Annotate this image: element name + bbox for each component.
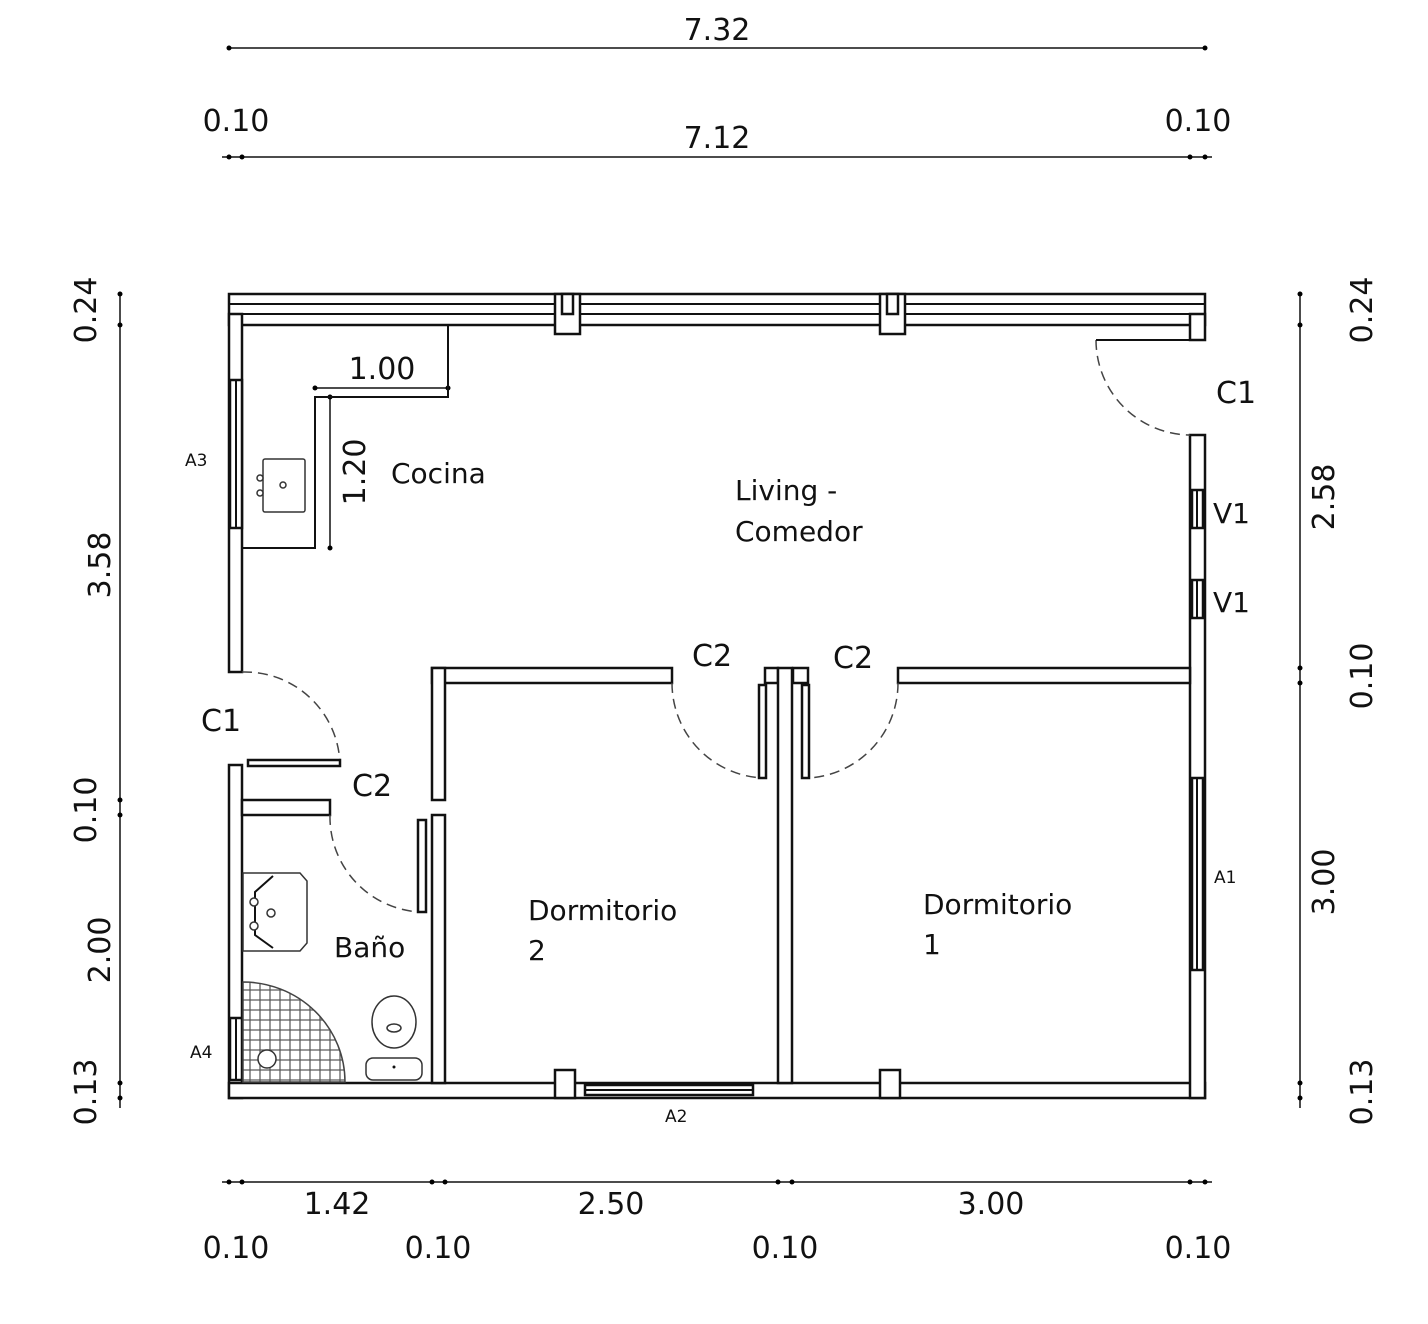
dim-left-4: 0.13 xyxy=(69,1059,104,1126)
dim-bottom-wall-3: 0.10 xyxy=(1165,1231,1232,1266)
label-v1-a: V1 xyxy=(1213,497,1250,530)
label-c1-right: C1 xyxy=(1216,376,1256,411)
dim-top-total: 7.32 xyxy=(684,13,751,48)
dim-top-inner: 7.12 xyxy=(684,121,751,156)
label-a2: A2 xyxy=(665,1107,687,1127)
dim-right-2: 0.10 xyxy=(1345,643,1380,710)
dim-bottom-room-0: 1.42 xyxy=(304,1187,371,1222)
dim-right-0: 0.24 xyxy=(1345,277,1380,344)
label-c2-bath: C2 xyxy=(352,769,392,804)
dim-bottom-room-2: 3.00 xyxy=(958,1187,1025,1222)
label-v1-b: V1 xyxy=(1213,586,1250,619)
label-c1-left: C1 xyxy=(201,704,241,739)
room-bed2-line2: 2 xyxy=(528,934,546,967)
dim-right-1: 2.58 xyxy=(1307,464,1342,531)
label-a1: A1 xyxy=(1214,868,1236,888)
dim-left-2: 0.10 xyxy=(69,777,104,844)
room-living-line2: Comedor xyxy=(735,515,863,548)
opening-labels: C1 C1 C2 C2 C2 V1 V1 A1 A2 A3 A4 xyxy=(185,376,1256,1127)
room-kitchen: Cocina xyxy=(391,457,486,490)
room-bed2-line1: Dormitorio xyxy=(528,894,677,927)
dim-left-1: 3.58 xyxy=(83,532,118,599)
label-a3: A3 xyxy=(185,451,207,471)
dimension-labels: 7.32 7.12 0.10 0.10 0.24 3.58 0.10 2.00 … xyxy=(69,13,1380,1266)
dim-right-4: 0.13 xyxy=(1345,1059,1380,1126)
shower-icon xyxy=(242,981,346,1083)
dimension-lines xyxy=(117,45,1303,1185)
label-c2-bed1: C2 xyxy=(833,641,873,676)
windows xyxy=(228,292,1205,1100)
room-bed1-line1: Dormitorio xyxy=(923,888,1072,921)
kitchen-sink-icon xyxy=(256,458,306,513)
room-living-line1: Living - xyxy=(735,474,837,507)
dim-bottom-wall-0: 0.10 xyxy=(203,1231,270,1266)
toilet-icon xyxy=(365,995,423,1081)
dim-right-3: 3.00 xyxy=(1307,849,1342,916)
dim-left-3: 2.00 xyxy=(83,917,118,984)
room-labels: Cocina Living - Comedor Baño Dormitorio … xyxy=(334,457,1072,967)
dim-bottom-room-1: 2.50 xyxy=(578,1187,645,1222)
walls xyxy=(227,292,1207,1100)
dim-top-right-wall: 0.10 xyxy=(1165,104,1232,139)
fixtures xyxy=(242,458,423,1083)
label-a4: A4 xyxy=(190,1043,212,1063)
dim-bottom-wall-1: 0.10 xyxy=(405,1231,472,1266)
dim-kitchen-depth: 1.20 xyxy=(338,439,373,506)
dim-top-left-wall: 0.10 xyxy=(203,104,270,139)
bath-sink-icon xyxy=(242,872,308,952)
room-bed1-line2: 1 xyxy=(923,928,941,961)
doors xyxy=(241,339,1191,914)
dim-left-0: 0.24 xyxy=(69,277,104,344)
label-c2-bed2: C2 xyxy=(692,639,732,674)
dim-kitchen-width: 1.00 xyxy=(349,352,416,387)
dim-bottom-wall-2: 0.10 xyxy=(752,1231,819,1266)
room-bath: Baño xyxy=(334,931,405,964)
